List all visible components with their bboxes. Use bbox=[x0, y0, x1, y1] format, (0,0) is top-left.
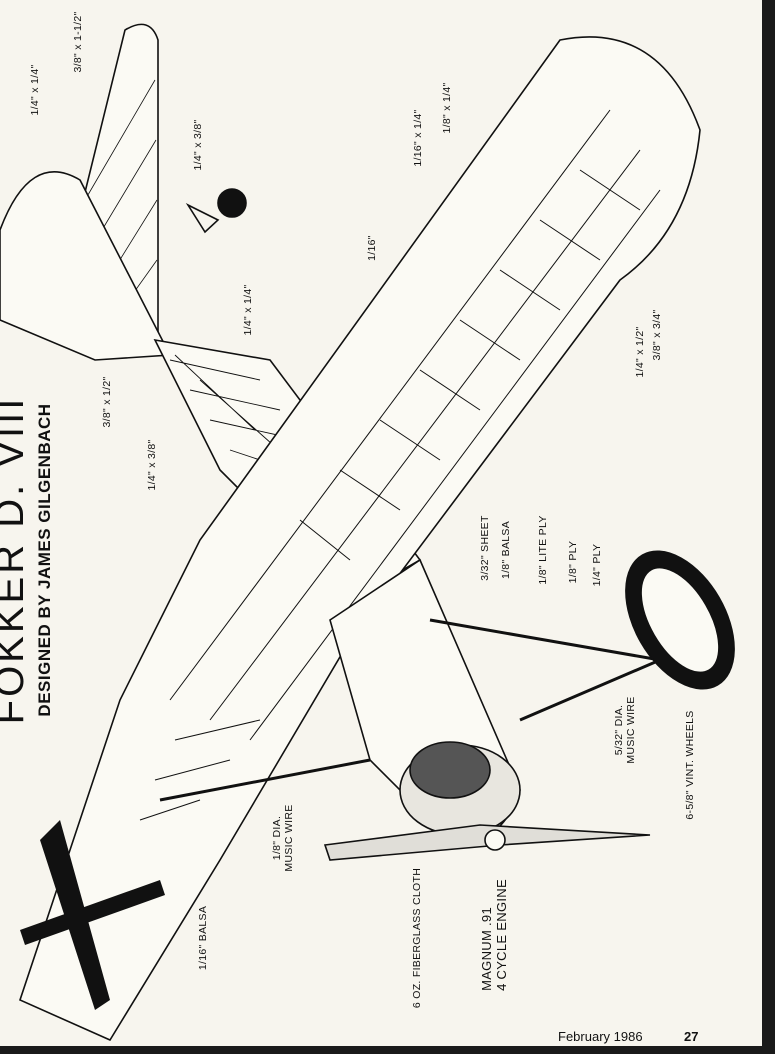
callout-label: 1/8" DIA.MUSIC WIRE bbox=[271, 804, 295, 871]
callout-label: 1/4" PLY bbox=[590, 543, 603, 587]
fokker-cutaway-illustration bbox=[0, 23, 735, 1042]
wing bbox=[19, 36, 701, 1042]
callout-label: 1/16" x 1/4" bbox=[411, 109, 424, 167]
callout-label: 1/8" BALSA bbox=[499, 520, 512, 580]
callout-label: 3/8" x 1-1/2" bbox=[71, 11, 84, 73]
callout-label: 1/4" x 1/4" bbox=[241, 284, 254, 336]
callout-label: 1/8" PLY bbox=[566, 540, 579, 584]
landing-gear-wire bbox=[159, 618, 661, 802]
fin-ribs bbox=[84, 79, 158, 341]
label-line: 1/8" DIA. bbox=[270, 815, 283, 861]
magazine-page: FOKKER D. VIII DESIGNED BY JAMES GILGENB… bbox=[0, 0, 762, 1046]
page-number: 27 bbox=[684, 1029, 699, 1044]
callout-label: 1/8" x 1/4" bbox=[440, 82, 453, 134]
callout-label: 1/4" x 3/8" bbox=[145, 439, 158, 491]
callout-label: 5/32" DIA.MUSIC WIRE bbox=[613, 696, 637, 763]
issue-date: February 1986 bbox=[558, 1029, 643, 1044]
callout-label: 1/8" LITE PLY bbox=[536, 515, 549, 585]
callout-label: 1/16" BALSA bbox=[196, 905, 209, 971]
callout-label: 1/4" x 1/4" bbox=[28, 64, 41, 116]
callout-label: 3/8" x 1/2" bbox=[100, 376, 113, 428]
callout-label: 1/4" x 3/8" bbox=[191, 119, 204, 171]
designer-credit: DESIGNED BY JAMES GILGENBACH bbox=[35, 403, 55, 717]
callout-label: 1/16" bbox=[365, 235, 378, 261]
callout-label: 6-5/8" VINT. WHEELS bbox=[683, 710, 696, 820]
label-line: MAGNUM .91 bbox=[479, 907, 495, 991]
label-line: 4 CYCLE ENGINE bbox=[494, 879, 509, 991]
tail-wheel bbox=[217, 188, 247, 218]
callout-label: 6 OZ. FIBERGLASS CLOTH bbox=[410, 867, 423, 1009]
label-line: MUSIC WIRE bbox=[625, 696, 637, 764]
callout-label: 1/4" x 1/2" bbox=[633, 326, 646, 378]
label-line: MUSIC WIRE bbox=[283, 804, 295, 872]
label-line: 5/32" DIA. bbox=[612, 704, 625, 756]
callout-label: 3/8" x 3/4" bbox=[650, 309, 663, 361]
article-title: FOKKER D. VIII bbox=[0, 395, 32, 725]
callout-label: 3/32" SHEET bbox=[478, 515, 491, 581]
